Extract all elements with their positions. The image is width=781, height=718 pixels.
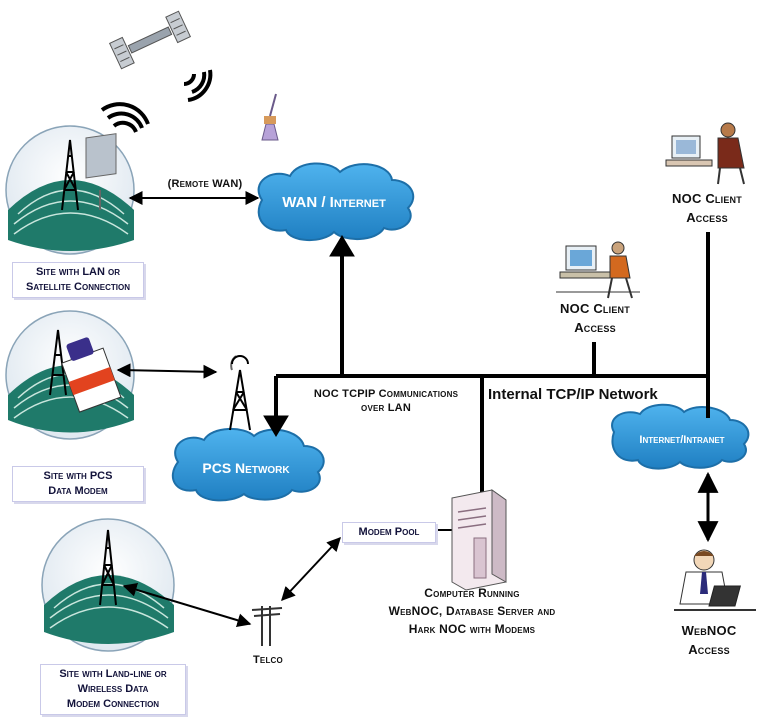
site-landline-label-line2: Wireless Data: [77, 682, 149, 695]
computer-label-line3: Hark NOC with Modems: [408, 622, 536, 636]
radio-tower-icon: [229, 355, 251, 431]
webnoc-label-line1: WebNOC: [681, 623, 737, 638]
wan-internet-label: WAN / Internet: [282, 194, 386, 211]
site-pcs-label: Site with PCS Data Modem: [12, 466, 144, 502]
radio-waves-icon: [100, 102, 150, 133]
site-lan-satellite: [5, 125, 135, 255]
noc-tcpip-label-line2: over LAN: [361, 401, 411, 414]
site-landline-label-line3: Modem Connection: [66, 697, 160, 710]
server-icon: [451, 489, 507, 591]
internet-intranet-cloud: Internet/Intranet: [611, 403, 750, 470]
internet-intranet-label: Internet/Intranet: [639, 434, 724, 446]
noc-client-1-label-line2: Access: [574, 319, 616, 335]
antenna-icon: [261, 93, 279, 141]
computer-label-line2: WebNOC, Database Server and: [388, 604, 556, 618]
noc-client-2-label-line2: Access: [686, 209, 728, 225]
site-pcs-label-line2: Data Modem: [48, 484, 108, 497]
site-lan-label-line1: Site with LAN or: [36, 266, 120, 278]
utility-pole-icon: [251, 606, 283, 646]
webnoc-label-line2: Access: [688, 641, 730, 657]
pcs-network-label: PCS Network: [202, 460, 290, 476]
pcs-modem-card-icon: [61, 337, 122, 413]
site-landline-label-line1: Site with Land-line or: [59, 668, 167, 680]
site-landline: [41, 518, 175, 652]
site-lan-label-line2: Satellite Connection: [26, 280, 130, 293]
noc-client-1-label: NOC Client Access: [540, 300, 650, 338]
radio-waves-icon: [183, 69, 213, 102]
satellite-icon: [108, 10, 192, 70]
telco-label: Telco: [253, 654, 283, 666]
noc-tcpip-label: NOC TCPIP Communications over LAN: [298, 388, 474, 416]
internal-network-label: Internal TCP/IP Network: [488, 386, 658, 403]
computer-label-line1: Computer Running: [424, 586, 520, 600]
radio-tower-icon: [99, 529, 117, 606]
person-at-computer-icon: [556, 241, 640, 299]
radio-tower-icon: [49, 329, 67, 396]
radio-tower-icon: [61, 139, 79, 211]
noc-client-2-label: NOC Client Access: [652, 190, 762, 228]
site-pcs: [5, 310, 135, 440]
site-pcs-label-line1: Site with PCS: [43, 470, 113, 482]
site-landline-label: Site with Land-line or Wireless Data Mod…: [40, 664, 186, 715]
noc-client-2-label-line1: NOC Client: [672, 191, 742, 206]
modem-pool-label: Modem Pool: [342, 522, 436, 543]
noc-tcpip-label-line1: NOC TCPIP Communications: [313, 388, 459, 400]
noc-client-1-label-line1: NOC Client: [560, 301, 630, 316]
pcs-network-cloud: PCS Network: [171, 428, 325, 502]
network-lines: [116, 191, 719, 628]
remote-wan-label: (Remote WAN): [167, 178, 243, 190]
person-at-computer-icon: [665, 122, 745, 185]
satellite-dish-icon: [85, 133, 117, 210]
person-at-computer-icon: [674, 549, 756, 611]
site-lan-label: Site with LAN or Satellite Connection: [12, 262, 144, 298]
computer-label: Computer Running WebNOC, Database Server…: [352, 584, 592, 638]
wan-internet-cloud: WAN / Internet: [257, 162, 415, 241]
webnoc-label: WebNOC Access: [664, 622, 754, 660]
